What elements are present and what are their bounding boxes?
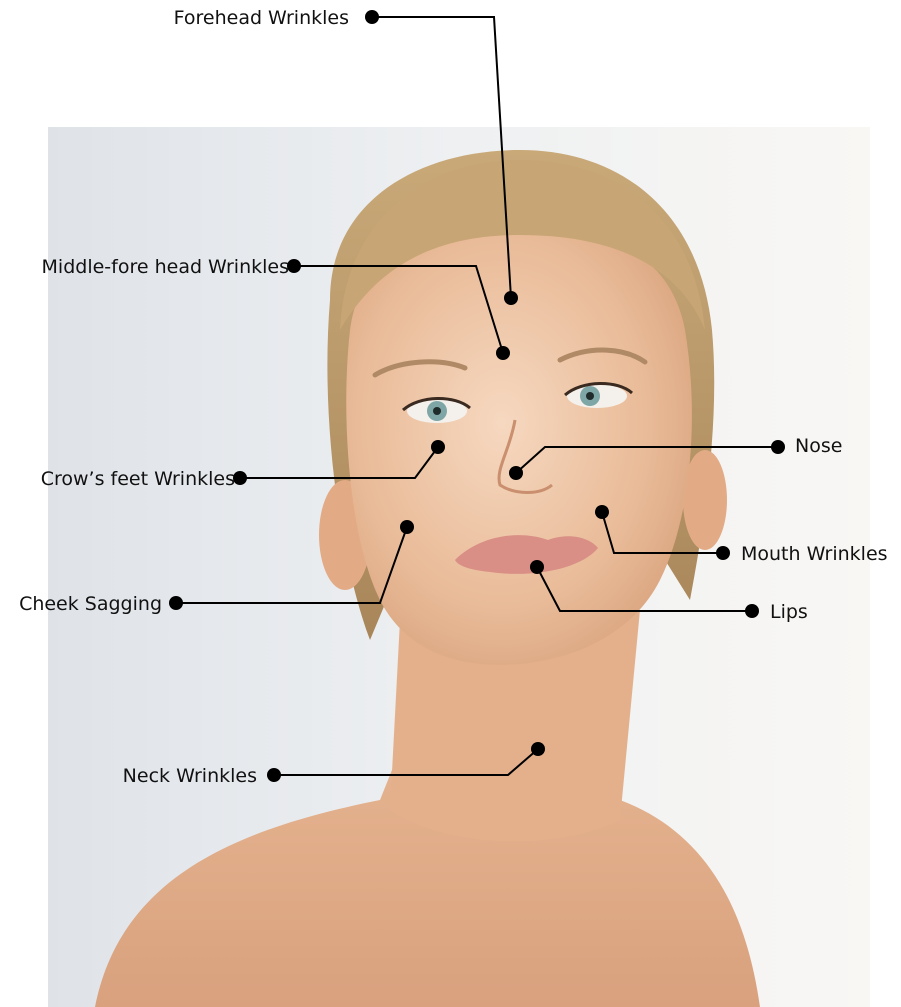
right-pupil-shape (586, 392, 594, 400)
left-pupil-shape (433, 407, 441, 415)
nose-label-dot (771, 440, 785, 454)
neck-wrinkles-label-dot (267, 768, 281, 782)
mouth-wrinkles-label-dot (716, 546, 730, 560)
lips-label-dot (745, 604, 759, 618)
nose-target-dot (509, 466, 523, 480)
cheek-sagging-label: Cheek Sagging (19, 593, 162, 615)
right-ear-shape (683, 450, 727, 550)
crows-feet-wrinkles-label: Crow’s feet Wrinkles (41, 468, 235, 490)
middle-forehead-wrinkles-label-dot (287, 259, 301, 273)
lips-target-dot (530, 560, 544, 574)
mouth-wrinkles-target-dot (595, 505, 609, 519)
forehead-wrinkles-label-dot (365, 10, 379, 24)
forehead-wrinkles-label: Forehead Wrinkles (174, 7, 349, 29)
mouth-wrinkles-label: Mouth Wrinkles (741, 543, 888, 565)
cheek-sagging-label-dot (169, 596, 183, 610)
neck-wrinkles-label: Neck Wrinkles (123, 765, 257, 787)
middle-forehead-wrinkles-target-dot (496, 346, 510, 360)
middle-forehead-wrinkles-label: Middle-fore head Wrinkles (42, 256, 289, 278)
nose-label: Nose (795, 435, 842, 457)
crows-feet-wrinkles-target-dot (431, 440, 445, 454)
forehead-wrinkles-target-dot (504, 291, 518, 305)
lips-label: Lips (770, 601, 808, 623)
cheek-sagging-target-dot (400, 520, 414, 534)
crows-feet-wrinkles-label-dot (233, 471, 247, 485)
neck-wrinkles-target-dot (531, 742, 545, 756)
face-shape (346, 225, 692, 665)
